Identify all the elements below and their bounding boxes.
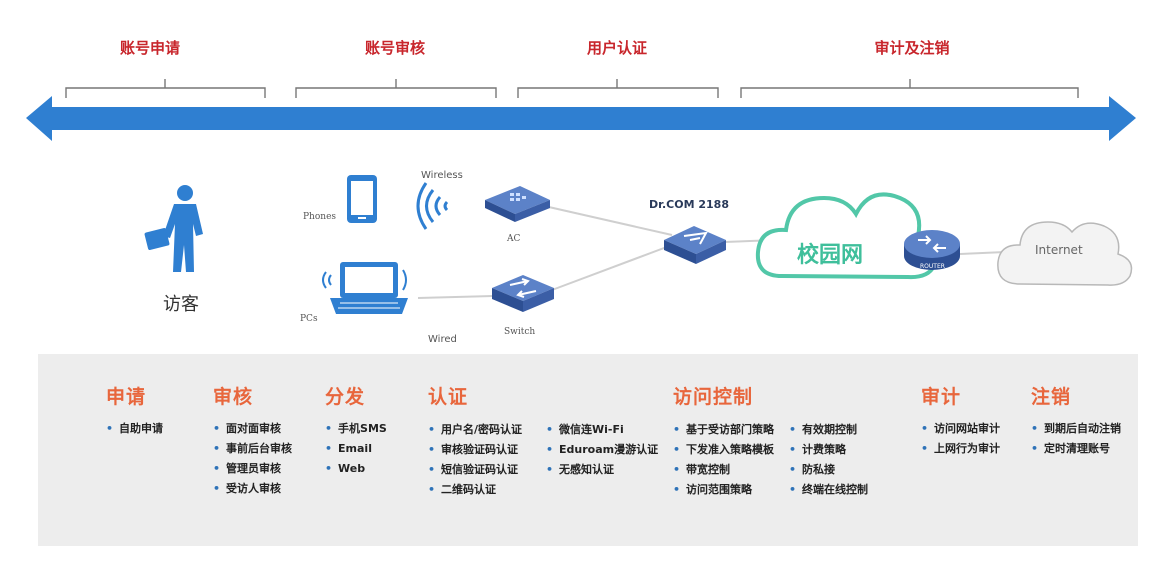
list-item: Web (325, 459, 387, 479)
list-item: 管理员审核 (213, 459, 292, 479)
drcom-label: Dr.COM 2188 (649, 198, 729, 211)
wireless-label: Wireless (421, 170, 463, 181)
list-item: 上网行为审计 (921, 439, 1000, 459)
section-audit: 审计 访问网站审计 上网行为审计 (921, 382, 1000, 459)
section-title-apply: 申请 (106, 386, 147, 408)
visitor-label: 访客 (163, 294, 199, 315)
switch-icon (492, 275, 554, 312)
bracket-audit (740, 79, 1079, 98)
list-item: 手机SMS (325, 419, 387, 439)
list-item: 微信连Wi-Fi (546, 420, 658, 440)
section-auth: 认证 用户名/密码认证 审核验证码认证 短信验证码认证 二维码认证 微信连Wi-… (428, 382, 658, 496)
network-diagram (26, 79, 1136, 314)
phase-brackets (65, 79, 1079, 98)
list-item: 无感知认证 (546, 460, 658, 480)
switch-label: Switch (504, 327, 536, 337)
phase-title-review: 账号审核 (364, 39, 425, 57)
list-item: Email (325, 439, 387, 459)
timeline-arrow (26, 96, 1136, 141)
bracket-apply (65, 79, 266, 98)
list-item: 到期后自动注销 (1031, 419, 1121, 439)
phase-title-auth: 用户认证 (586, 39, 647, 57)
list-item: 自助申请 (106, 419, 163, 439)
list-item: 下发准入策略模板 (673, 440, 774, 460)
bracket-review (295, 79, 497, 98)
section-cancel: 注销 到期后自动注销 定时清理账号 (1031, 382, 1121, 459)
list-item: 访问范围策略 (673, 480, 774, 500)
list-item: 定时清理账号 (1031, 439, 1121, 459)
ac-device-icon (485, 186, 550, 222)
pcs-label: PCs (300, 314, 318, 324)
person-icon (144, 185, 203, 272)
internet-cloud-icon (997, 221, 1133, 286)
list-item: 用户名/密码认证 (428, 420, 522, 440)
info-panel: 申请 自助申请 审核 面对面审核 事前后台审核 管理员审核 受访人审核 分发 手… (38, 354, 1138, 546)
phase-title-apply: 账号申请 (119, 39, 180, 57)
section-title-cancel: 注销 (1031, 386, 1072, 408)
list-item: 带宽控制 (673, 460, 774, 480)
router-icon (904, 230, 960, 270)
phone-icon (347, 175, 377, 223)
router-label: ROUTER (920, 263, 945, 270)
list-item: 基于受访部门策略 (673, 420, 774, 440)
section-apply: 申请 自助申请 (106, 382, 163, 439)
list-item: 有效期控制 (789, 420, 868, 440)
section-title-audit: 审计 (921, 386, 962, 408)
list-item: 防私接 (789, 460, 868, 480)
phones-label: Phones (303, 212, 337, 222)
list-item: 终端在线控制 (789, 480, 868, 500)
list-item: 二维码认证 (428, 480, 522, 500)
list-item: 计费策略 (789, 440, 868, 460)
laptop-icon (322, 262, 408, 314)
wired-label: Wired (428, 334, 457, 345)
gateway-icon (664, 226, 726, 264)
wireless-icon (416, 182, 449, 230)
list-item: 短信验证码认证 (428, 460, 522, 480)
section-title-auth: 认证 (428, 386, 469, 408)
section-title-distribute: 分发 (325, 386, 366, 408)
campus-label: 校园网 (797, 243, 864, 268)
list-item: 访问网站审计 (921, 419, 1000, 439)
section-title-access-control: 访问控制 (673, 386, 754, 408)
list-item: 事前后台审核 (213, 439, 292, 459)
section-access-control: 访问控制 基于受访部门策略 下发准入策略模板 带宽控制 访问范围策略 有效期控制… (673, 382, 868, 496)
list-item: 受访人审核 (213, 479, 292, 499)
section-title-review: 审核 (213, 386, 254, 408)
section-review: 审核 面对面审核 事前后台审核 管理员审核 受访人审核 (213, 382, 292, 499)
list-item: Eduroam漫游认证 (546, 440, 658, 460)
section-distribute: 分发 手机SMS Email Web (325, 382, 387, 479)
list-item: 审核验证码认证 (428, 440, 522, 460)
ac-label: AC (507, 234, 521, 244)
list-item: 面对面审核 (213, 419, 292, 439)
internet-label: Internet (1035, 243, 1083, 257)
bracket-auth (517, 79, 719, 98)
phase-title-audit: 审计及注销 (874, 39, 950, 57)
